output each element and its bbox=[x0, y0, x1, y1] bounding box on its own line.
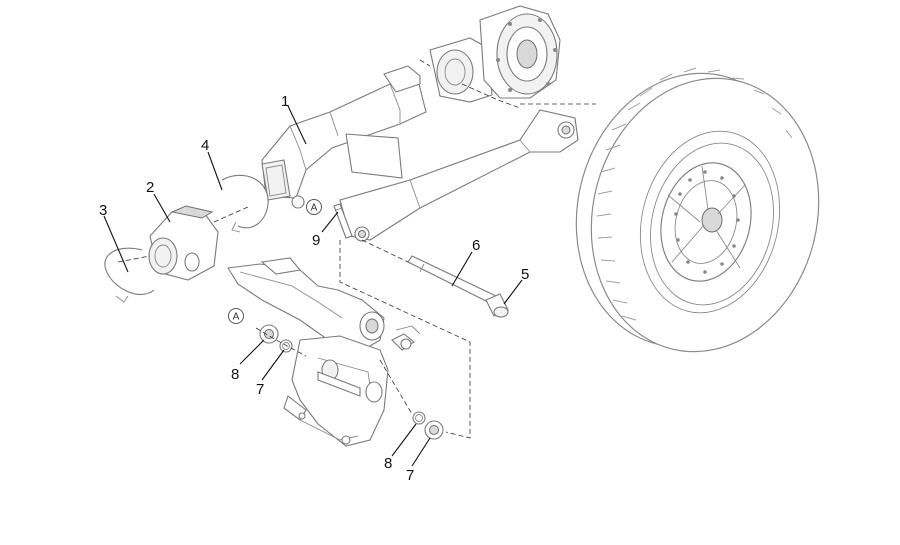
callout-9: 9 bbox=[312, 232, 320, 249]
leader-lines bbox=[103, 105, 523, 467]
callout-8-left: 8 bbox=[231, 366, 239, 383]
bearing-right bbox=[424, 420, 444, 440]
callout-3: 3 bbox=[99, 202, 107, 219]
callout-5: 5 bbox=[521, 266, 529, 283]
callout-1: 1 bbox=[281, 93, 289, 110]
tire-tread bbox=[596, 67, 793, 321]
assembly-lines bbox=[117, 59, 596, 439]
reference-a-bottom-label: A bbox=[233, 312, 240, 323]
callout-8-right: 8 bbox=[384, 455, 392, 472]
callout-4: 4 bbox=[201, 137, 209, 154]
callout-labels: 1 2 3 4 5 6 7 8 8 7 9 bbox=[99, 93, 529, 484]
pivot-axle bbox=[407, 255, 497, 305]
reference-a-top: A bbox=[306, 199, 322, 215]
rear-wheel bbox=[575, 67, 820, 353]
callout-6: 6 bbox=[472, 237, 480, 254]
reference-a-bottom: A bbox=[228, 308, 244, 324]
small-bolt bbox=[333, 203, 353, 239]
callout-7-left: 7 bbox=[256, 381, 264, 398]
callout-2: 2 bbox=[146, 179, 154, 196]
brake-disc bbox=[660, 162, 752, 282]
bushing bbox=[485, 293, 509, 318]
frame-section bbox=[227, 257, 421, 447]
callout-7-right: 7 bbox=[406, 467, 414, 484]
bearing-left bbox=[259, 324, 279, 344]
final-drive bbox=[429, 5, 561, 103]
seal-right bbox=[412, 411, 426, 425]
swingarm bbox=[261, 65, 579, 242]
rubber-boot bbox=[148, 205, 219, 281]
seal-left bbox=[279, 339, 293, 353]
clamp-ring-4 bbox=[221, 174, 269, 233]
reference-a-top-label: A bbox=[311, 203, 318, 214]
clamp-ring-3 bbox=[104, 247, 155, 303]
